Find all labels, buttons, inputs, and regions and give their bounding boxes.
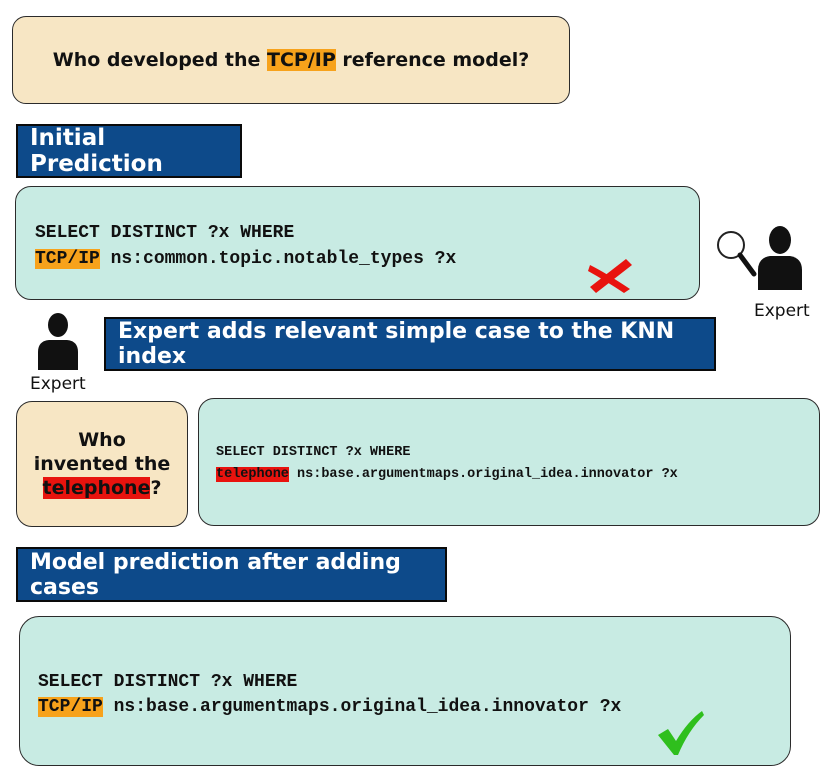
entity-highlight: telephone	[216, 467, 289, 482]
entity-highlight: TCP/IP	[38, 697, 103, 717]
final-query-box: SELECT DISTINCT ?x WHERE TCP/IP ns:base.…	[19, 616, 791, 766]
case-question-line2: invented the	[33, 453, 171, 475]
main-question-box: Who developed the TCP/IP reference model…	[12, 16, 570, 104]
case-query-line1: SELECT DISTINCT ?x WHERE	[216, 445, 411, 460]
entity-highlight: TCP/IP	[35, 249, 100, 269]
final-query-line1: SELECT DISTINCT ?x WHERE	[38, 672, 298, 692]
initial-query-line2: TCP/IP ns:common.topic.notable_types ?x	[35, 249, 457, 269]
case-question-line1: Who	[78, 429, 126, 451]
main-question-text: Who developed the TCP/IP reference model…	[52, 49, 530, 71]
case-query-box: SELECT DISTINCT ?x WHERE telephone ns:ba…	[198, 398, 820, 526]
after-prediction-banner: Model prediction after adding cases	[16, 547, 447, 602]
entity-highlight: TCP/IP	[267, 49, 336, 71]
expert-label-left: Expert	[30, 374, 86, 394]
person-icon	[758, 226, 802, 290]
final-query-line2: TCP/IP ns:base.argumentmaps.original_ide…	[38, 697, 622, 717]
case-question-line3: telephone?	[42, 477, 162, 499]
person-icon	[38, 313, 78, 370]
check-icon	[658, 711, 704, 755]
magnifier-icon	[717, 231, 757, 277]
initial-query-box: SELECT DISTINCT ?x WHERE TCP/IP ns:commo…	[15, 186, 700, 300]
expert-adds-banner: Expert adds relevant simple case to the …	[104, 317, 716, 371]
initial-query-line1: SELECT DISTINCT ?x WHERE	[35, 223, 295, 243]
cross-icon	[588, 259, 632, 293]
expert-label-right: Expert	[754, 301, 810, 321]
initial-prediction-banner: Initial Prediction	[16, 124, 242, 178]
case-question-box: Who invented the telephone?	[16, 401, 188, 527]
case-query-line2: telephone ns:base.argumentmaps.original_…	[216, 467, 678, 482]
entity-highlight: telephone	[42, 477, 151, 499]
